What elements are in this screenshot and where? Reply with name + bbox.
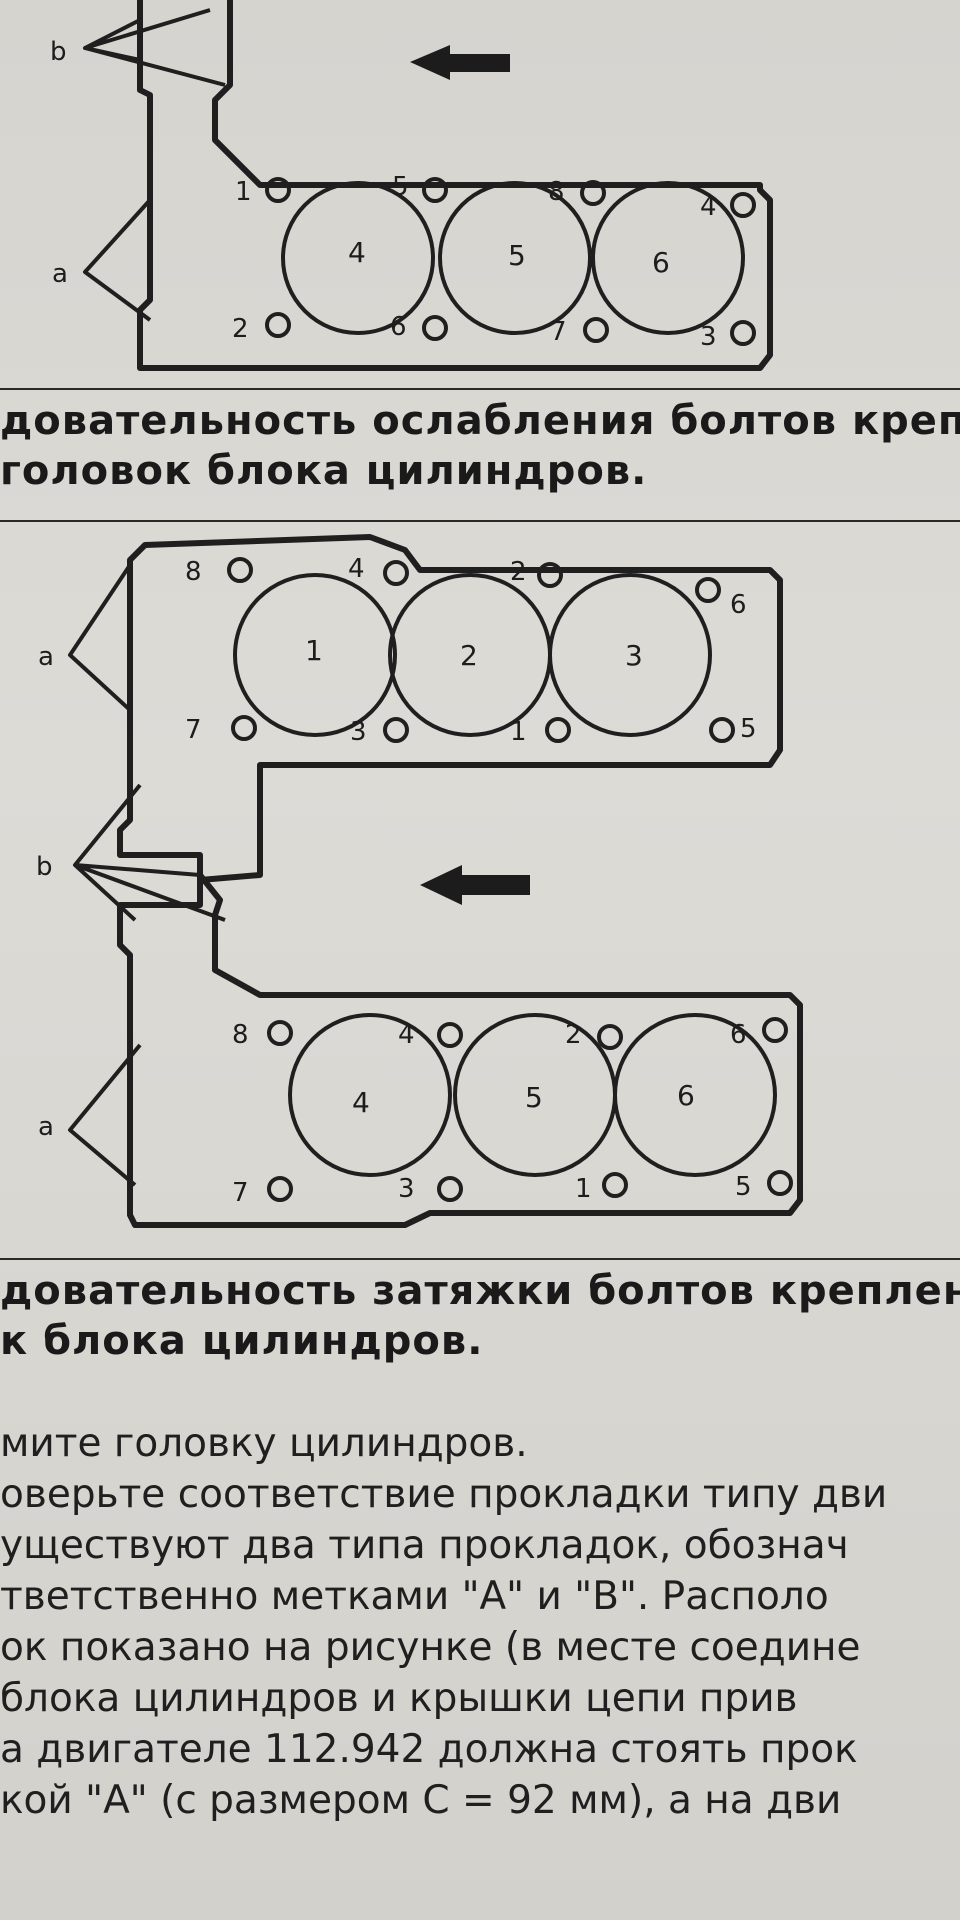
direction-arrow xyxy=(420,865,530,905)
cylinder-number: 4 xyxy=(348,236,366,269)
bolt-number: 4 xyxy=(700,192,717,222)
text-line: тветственно метками "А" и "В". Располо xyxy=(0,1574,829,1619)
bolt-number: 8 xyxy=(548,177,565,207)
side-label-b: b xyxy=(50,37,67,67)
cylinder-number: 5 xyxy=(508,239,526,272)
bolt-number: 2 xyxy=(510,557,527,587)
cylinder-number: 1 xyxy=(305,634,323,667)
caption-line: довательность ослабления болтов креп- xyxy=(0,398,960,444)
bolt-number: 4 xyxy=(398,1020,415,1050)
text-line: блока цилиндров и крышки цепи прив xyxy=(0,1676,798,1721)
figure-caption-bottom: довательность затяжки болтов креплен к б… xyxy=(0,1266,960,1366)
bolt-number: 5 xyxy=(392,172,409,202)
cylinder-number: 4 xyxy=(352,1086,370,1119)
head-bolt-loosening-diagram: b a 4 5 6 1 2 5 6 8 7 4 3 xyxy=(50,0,773,371)
bolt-number: 6 xyxy=(730,590,747,620)
body-text: мите головку цилиндров. оверьте соответс… xyxy=(0,1418,960,1826)
divider-line xyxy=(0,520,960,522)
side-label-a: a xyxy=(38,1112,54,1142)
bolt-number: 3 xyxy=(350,717,367,747)
side-label-a: a xyxy=(38,642,54,672)
bolt-number: 7 xyxy=(232,1178,249,1208)
cylinder-number: 5 xyxy=(525,1081,543,1114)
divider-line xyxy=(0,1258,960,1260)
text-line: кой "А" (с размером С = 92 мм), а на дви xyxy=(0,1778,842,1823)
caption-line: довательность затяжки болтов креплен xyxy=(0,1268,960,1314)
cylinder-number: 3 xyxy=(625,639,643,672)
head-bolt-tightening-diagram: a b a 1 2 3 4 5 6 8 7 4 3 2 1 6 5 8 7 4 … xyxy=(36,534,803,1228)
bolt-number: 3 xyxy=(398,1174,415,1204)
bolt-number: 2 xyxy=(565,1020,582,1050)
side-label-a: a xyxy=(52,259,68,289)
text-line: оверьте соответствие прокладки типу дви xyxy=(0,1472,888,1517)
divider-line xyxy=(0,388,960,390)
bolt-number: 1 xyxy=(235,177,252,207)
side-label-b: b xyxy=(36,852,53,882)
bolt-number: 1 xyxy=(575,1174,592,1204)
cylinder-number: 6 xyxy=(677,1079,695,1112)
bolt-number: 6 xyxy=(390,312,407,342)
figure-caption-top: довательность ослабления болтов креп- го… xyxy=(0,396,960,496)
direction-arrow xyxy=(410,45,510,80)
bolt-number: 5 xyxy=(740,714,757,744)
bolt-number: 7 xyxy=(550,317,567,347)
bolt-number: 3 xyxy=(700,322,717,352)
bolt-number: 1 xyxy=(510,717,527,747)
bolt-number: 5 xyxy=(735,1172,752,1202)
bolt-number: 8 xyxy=(185,557,202,587)
bolt-number: 2 xyxy=(232,314,249,344)
bolt-number: 6 xyxy=(730,1020,747,1050)
bolt-number: 8 xyxy=(232,1020,249,1050)
text-line: а двигателе 112.942 должна стоять прок xyxy=(0,1727,858,1772)
bolt-number: 4 xyxy=(348,554,365,584)
text-line: ок показано на рисунке (в месте соедине xyxy=(0,1625,861,1670)
cylinder-number: 6 xyxy=(652,246,670,279)
caption-line: головок блока цилиндров. xyxy=(0,448,648,494)
bolt-number: 7 xyxy=(185,715,202,745)
caption-line: к блока цилиндров. xyxy=(0,1318,484,1364)
text-line: мите головку цилиндров. xyxy=(0,1421,528,1466)
text-line: уществуют два типа прокладок, обознач xyxy=(0,1523,849,1568)
cylinder-number: 2 xyxy=(460,639,478,672)
